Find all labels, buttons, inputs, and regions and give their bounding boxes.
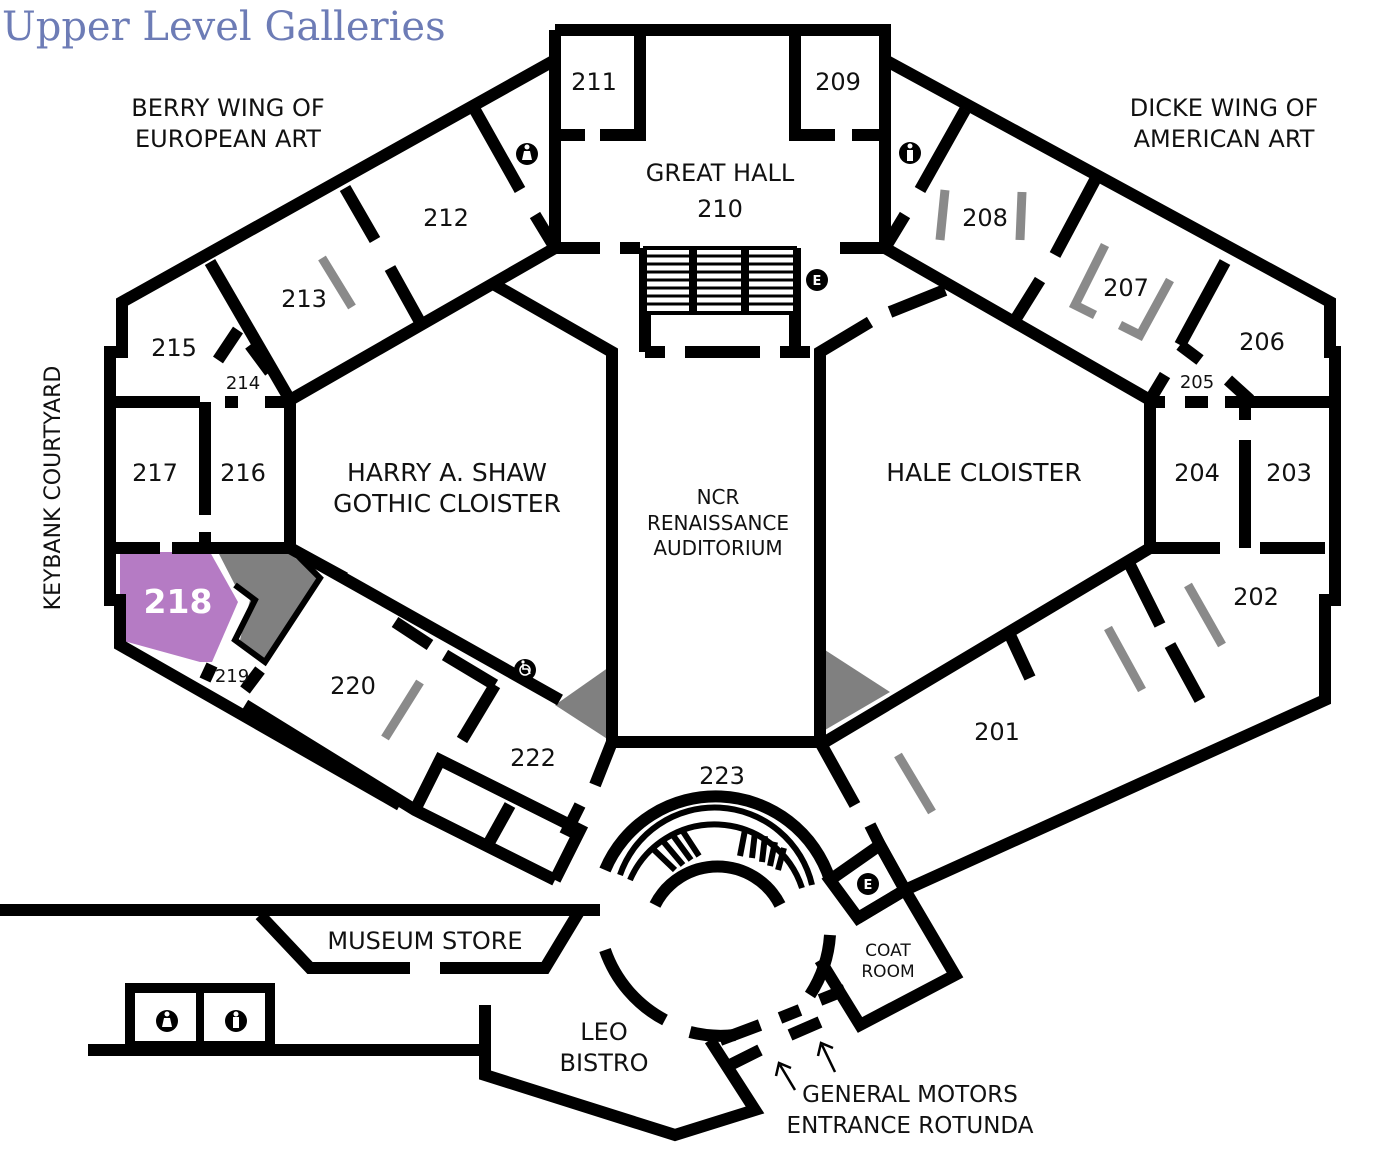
auditorium-label-line1[interactable]: NCR: [697, 485, 740, 509]
restroom-icon: [156, 1010, 178, 1032]
hale-cloister-label[interactable]: HALE CLOISTER: [886, 458, 1081, 487]
courtyard-label: KEYBANK COURTYARD: [41, 366, 66, 611]
restroom-icon: [899, 142, 921, 164]
room-217[interactable]: 217: [132, 459, 178, 487]
bistro-label-line2[interactable]: BISTRO: [559, 1049, 648, 1077]
bistro-label-line1[interactable]: LEO: [580, 1018, 627, 1046]
auditorium-label-line2[interactable]: RENAISSANCE: [647, 511, 789, 535]
west-wing-label-line2: EUROPEAN ART: [135, 125, 321, 153]
elevator-letter: E: [864, 878, 873, 893]
hall-labels: GREAT HALL 210 HARRY A. SHAW GOTHIC CLOI…: [327, 159, 1081, 1139]
east-wing-label-line1: DICKE WING OF: [1130, 94, 1319, 122]
room-202[interactable]: 202: [1233, 583, 1279, 611]
coat-room-label-line2[interactable]: ROOM: [861, 962, 914, 982]
room-206[interactable]: 206: [1239, 328, 1285, 356]
restroom-icon: [225, 1010, 247, 1032]
room-204[interactable]: 204: [1174, 459, 1220, 487]
room-210-label[interactable]: 210: [697, 195, 743, 223]
room-203[interactable]: 203: [1266, 459, 1312, 487]
wing-labels: BERRY WING OF EUROPEAN ART DICKE WING OF…: [41, 94, 1318, 610]
rotunda-label-line2[interactable]: ENTRANCE ROTUNDA: [787, 1113, 1034, 1139]
room-numbers: 201 202 203 204 205 206 207 208 209 211 …: [132, 68, 1312, 790]
map-title: Upper Level Galleries: [2, 4, 446, 50]
wheelchair-icon: [514, 659, 536, 681]
room-220[interactable]: 220: [330, 672, 376, 700]
shaded-area-auditorium-west: [555, 665, 612, 742]
up-arrow-icon: [816, 1041, 837, 1073]
elevator-icon[interactable]: E: [857, 873, 879, 895]
room-207[interactable]: 207: [1103, 274, 1149, 302]
shaw-cloister-label-line2[interactable]: GOTHIC CLOISTER: [333, 489, 561, 518]
room-212[interactable]: 212: [423, 204, 469, 232]
room-222[interactable]: 222: [510, 744, 556, 772]
grand-staircase: [643, 246, 797, 315]
up-arrow-icon: [774, 1061, 797, 1091]
display-partitions: [318, 189, 1226, 815]
shaw-cloister-label-line1[interactable]: HARRY A. SHAW: [347, 458, 547, 487]
room-208[interactable]: 208: [962, 204, 1008, 232]
auditorium-label-line3[interactable]: AUDITORIUM: [653, 536, 782, 560]
room-205[interactable]: 205: [1180, 372, 1214, 393]
room-218-highlight[interactable]: [120, 552, 238, 662]
room-215[interactable]: 215: [151, 334, 197, 362]
great-hall-label[interactable]: GREAT HALL: [646, 159, 795, 187]
shaded-area-west: [218, 552, 320, 662]
coat-room-label-line1[interactable]: COAT: [865, 941, 911, 961]
elevator-icon[interactable]: E: [806, 269, 828, 291]
room-223[interactable]: 223: [699, 762, 745, 790]
elevator-letter: E: [813, 274, 822, 289]
restroom-icon: [516, 143, 538, 165]
room-219[interactable]: 219: [215, 666, 249, 687]
room-218[interactable]: 218: [144, 582, 213, 621]
room-209[interactable]: 209: [815, 68, 861, 96]
museum-store-label[interactable]: MUSEUM STORE: [327, 927, 522, 955]
room-216[interactable]: 216: [220, 459, 266, 487]
room-213[interactable]: 213: [281, 285, 327, 313]
shaded-area-auditorium-east: [825, 650, 890, 730]
east-wing-label-line2: AMERICAN ART: [1134, 125, 1315, 153]
room-214[interactable]: 214: [226, 373, 260, 394]
room-201[interactable]: 201: [974, 718, 1020, 746]
room-211[interactable]: 211: [571, 68, 617, 96]
rotunda-label-line1[interactable]: GENERAL MOTORS: [802, 1082, 1018, 1108]
west-wing-label-line1: BERRY WING OF: [131, 94, 324, 122]
walls: [0, 24, 1341, 1142]
